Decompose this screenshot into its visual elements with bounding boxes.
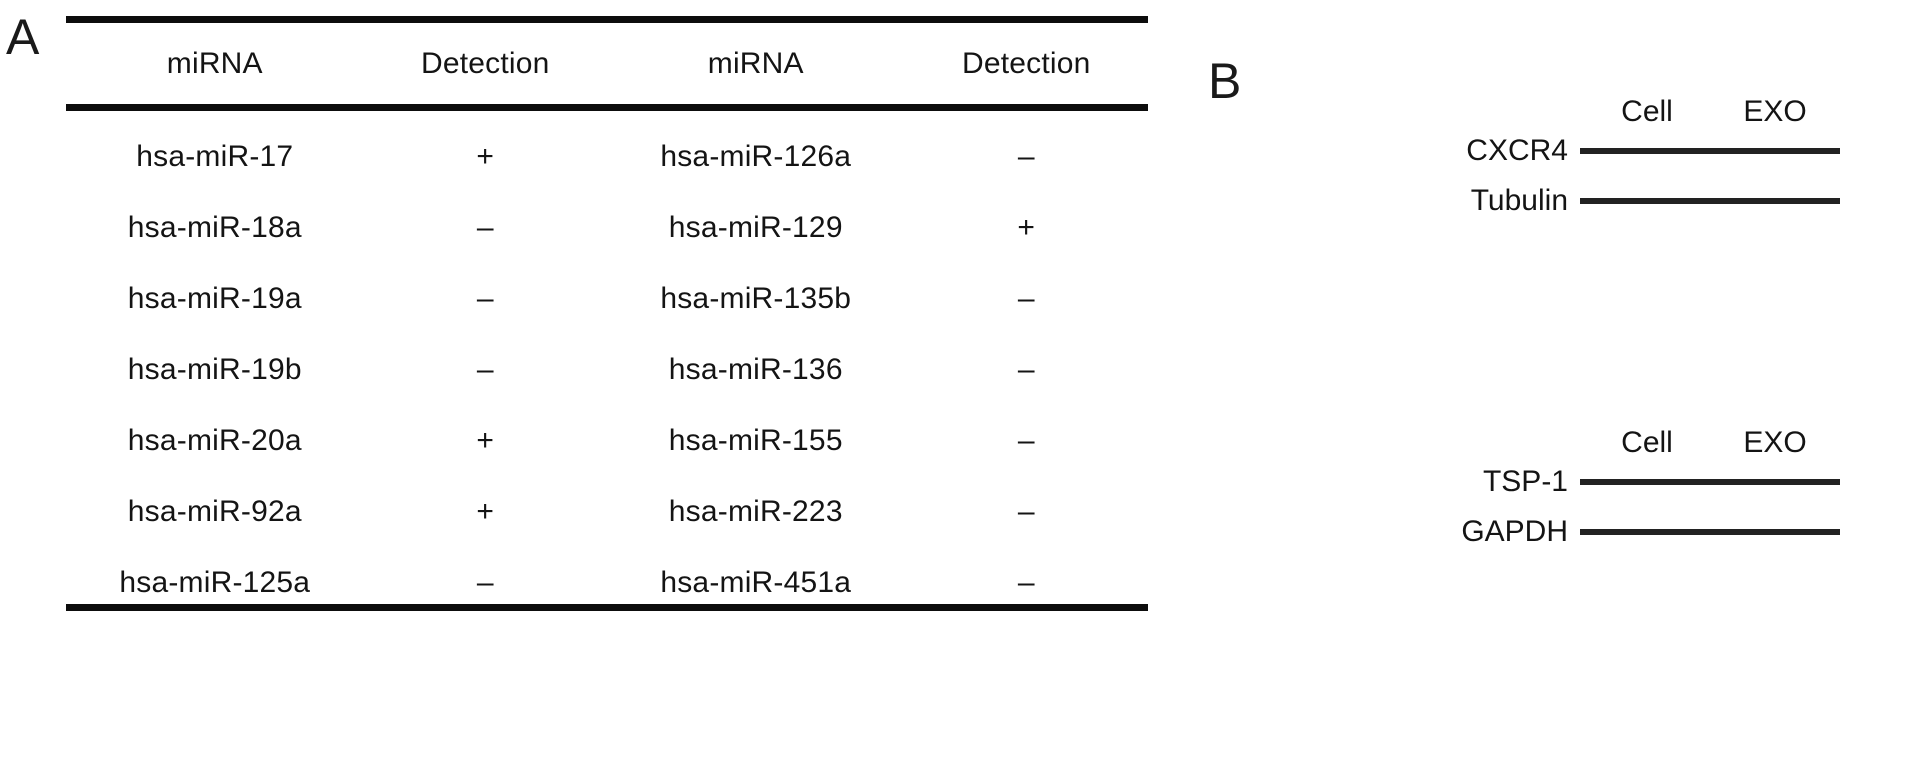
blot-row-tsp1: TSP-1 xyxy=(1440,465,1900,499)
blot-row-gapdh: GAPDH xyxy=(1440,515,1900,549)
cell-detection-right: – xyxy=(1017,423,1035,457)
cell-mirna-right: hsa-miR-136 xyxy=(668,352,843,386)
cell-detection-left: – xyxy=(476,210,494,244)
film-grain xyxy=(1583,201,1837,204)
blot-label-gapdh: GAPDH xyxy=(1461,515,1568,548)
cell-detection-right: + xyxy=(1017,210,1036,244)
cell-mirna-right: hsa-miR-451a xyxy=(660,565,852,599)
table-row: hsa-miR-20a + hsa-miR-155 – xyxy=(66,405,1148,476)
blot-image-tubulin xyxy=(1580,198,1840,204)
cell-mirna-right: hsa-miR-155 xyxy=(668,423,843,457)
film-grain xyxy=(1583,532,1837,535)
cell-detection-left: + xyxy=(476,139,495,173)
cell-mirna-right: hsa-miR-223 xyxy=(668,494,843,528)
cell-detection-right: – xyxy=(1017,352,1035,386)
lane-labels-lower: Cell EXO xyxy=(1586,421,1840,465)
cell-detection-left: – xyxy=(476,352,494,386)
cell-detection-right: – xyxy=(1017,565,1035,599)
cell-detection-right: – xyxy=(1017,281,1035,315)
cell-mirna-left: hsa-miR-125a xyxy=(119,565,311,599)
panel-b-western-blot-container: Cell EXO CXCR4 Tubulin xyxy=(1200,0,1913,775)
blot-row-cxcr4: CXCR4 xyxy=(1440,134,1900,168)
table-top-rule xyxy=(66,16,1148,23)
table-row: hsa-miR-17 + hsa-miR-126a – xyxy=(66,104,1148,192)
mirna-detection-table: miRNA Detection miRNA Detection hsa-miR-… xyxy=(66,23,1148,618)
blot-group-upper: Cell EXO CXCR4 Tubulin xyxy=(1440,90,1900,218)
blot-group-lower: Cell EXO TSP-1 GAPDH xyxy=(1440,421,1900,549)
cell-mirna-left: hsa-miR-18a xyxy=(127,210,302,244)
column-header-mirna-left: miRNA xyxy=(166,46,263,80)
cell-detection-right: – xyxy=(1017,494,1035,528)
lane-label-exo: EXO xyxy=(1743,426,1807,459)
cell-detection-left: + xyxy=(476,494,495,528)
cell-mirna-left: hsa-miR-92a xyxy=(127,494,302,528)
cell-mirna-left: hsa-miR-19a xyxy=(127,281,302,315)
panel-b-letter: B xyxy=(1208,53,1242,109)
cell-mirna-left: hsa-miR-20a xyxy=(127,423,302,457)
table-row: hsa-miR-92a + hsa-miR-223 – xyxy=(66,476,1148,547)
table-row: hsa-miR-19b – hsa-miR-136 – xyxy=(66,334,1148,405)
blot-image-cxcr4 xyxy=(1580,148,1840,154)
blot-image-gapdh xyxy=(1580,529,1840,535)
blot-image-tsp1 xyxy=(1580,479,1840,485)
lane-label-exo: EXO xyxy=(1743,95,1807,128)
column-header-detection-left: Detection xyxy=(420,46,550,80)
lane-label-cell: Cell xyxy=(1621,426,1673,459)
cell-mirna-right: hsa-miR-126a xyxy=(660,139,852,173)
cell-detection-right: – xyxy=(1017,139,1035,173)
film-grain xyxy=(1583,151,1837,154)
blot-label-tubulin: Tubulin xyxy=(1470,184,1568,217)
cell-detection-left: – xyxy=(476,565,494,599)
column-header-mirna-right: miRNA xyxy=(707,46,804,80)
cell-detection-left: + xyxy=(476,423,495,457)
lane-labels-upper: Cell EXO xyxy=(1586,90,1840,134)
table-header-rule xyxy=(66,104,1148,111)
cell-mirna-left: hsa-miR-17 xyxy=(136,139,294,173)
table-bottom-rule xyxy=(66,604,1148,611)
table-header-row: miRNA Detection miRNA Detection xyxy=(66,23,1148,104)
cell-detection-left: – xyxy=(476,281,494,315)
blot-label-cxcr4: CXCR4 xyxy=(1466,134,1568,167)
lane-label-cell: Cell xyxy=(1621,95,1673,128)
cell-mirna-left: hsa-miR-19b xyxy=(127,352,302,386)
film-grain xyxy=(1583,482,1837,485)
panel-a-letter: A xyxy=(6,9,40,65)
blot-label-tsp1: TSP-1 xyxy=(1482,465,1568,498)
table-row: hsa-miR-18a – hsa-miR-129 + xyxy=(66,192,1148,263)
blot-row-tubulin: Tubulin xyxy=(1440,184,1900,218)
column-header-detection-right: Detection xyxy=(961,46,1091,80)
table-row: hsa-miR-125a – hsa-miR-451a – xyxy=(66,547,1148,618)
cell-mirna-right: hsa-miR-129 xyxy=(668,210,843,244)
cell-mirna-right: hsa-miR-135b xyxy=(660,281,852,315)
table-row: hsa-miR-19a – hsa-miR-135b – xyxy=(66,263,1148,334)
panel-a-mirna-table-container: miRNA Detection miRNA Detection hsa-miR-… xyxy=(66,16,1148,611)
